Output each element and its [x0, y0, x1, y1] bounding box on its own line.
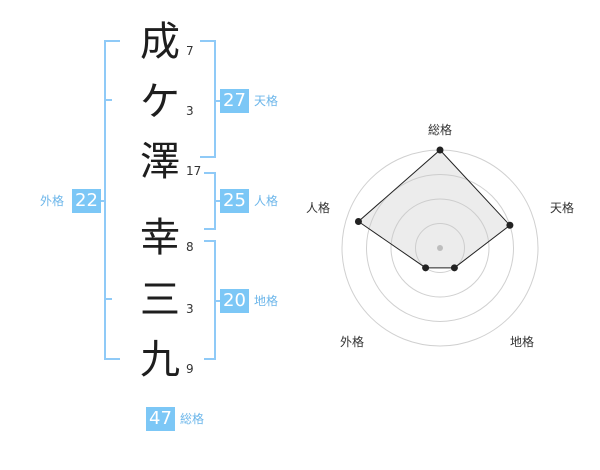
radar-point-3: [422, 264, 430, 272]
gaikaku-label: 外格: [40, 194, 65, 208]
chikaku-value: 20: [220, 289, 249, 313]
radar-ring-2: [390, 198, 490, 298]
radar-label-gaikaku: 外格: [340, 335, 365, 349]
name-char-3: 澤: [140, 139, 180, 185]
name-char-4: 幸: [140, 215, 180, 261]
stroke-count-6: 9: [186, 362, 194, 376]
radar-center-dot: [437, 245, 443, 251]
stroke-count-4: 8: [186, 240, 194, 254]
radar-ring-3: [366, 174, 514, 322]
gaikaku-value: 22: [72, 189, 101, 213]
stroke-count-5: 3: [186, 302, 194, 316]
stroke-count-2: 3: [186, 104, 194, 118]
stroke-count-1: 7: [186, 44, 194, 58]
chikaku-label: 地格: [254, 294, 279, 308]
name-char-1: 成: [140, 19, 180, 65]
radar-polygon: [357, 149, 511, 269]
radar-point-1: [506, 221, 514, 229]
name-char-2: ケ: [140, 79, 180, 125]
tenkaku-label: 天格: [254, 94, 279, 108]
tenkaku-value: 27: [220, 89, 249, 113]
stroke-count-3: 17: [186, 164, 202, 178]
soukaku-label: 総格: [180, 412, 205, 426]
radar-label-chikaku: 地格: [510, 335, 535, 349]
radar-point-4: [354, 218, 362, 226]
radar-label-soukaku: 総格: [428, 123, 453, 137]
jinkaku-value: 25: [220, 189, 249, 213]
radar-label-jinkaku: 人格: [306, 201, 331, 215]
radar-ring-1: [415, 223, 465, 273]
radar-label-tenkaku: 天格: [550, 201, 575, 215]
radar-point-0: [436, 146, 444, 154]
name-char-6: 九: [140, 337, 180, 383]
name-char-5: 三: [140, 277, 180, 323]
jinkaku-label: 人格: [254, 194, 279, 208]
soukaku-value: 47: [146, 407, 175, 431]
radar-point-2: [450, 264, 458, 272]
